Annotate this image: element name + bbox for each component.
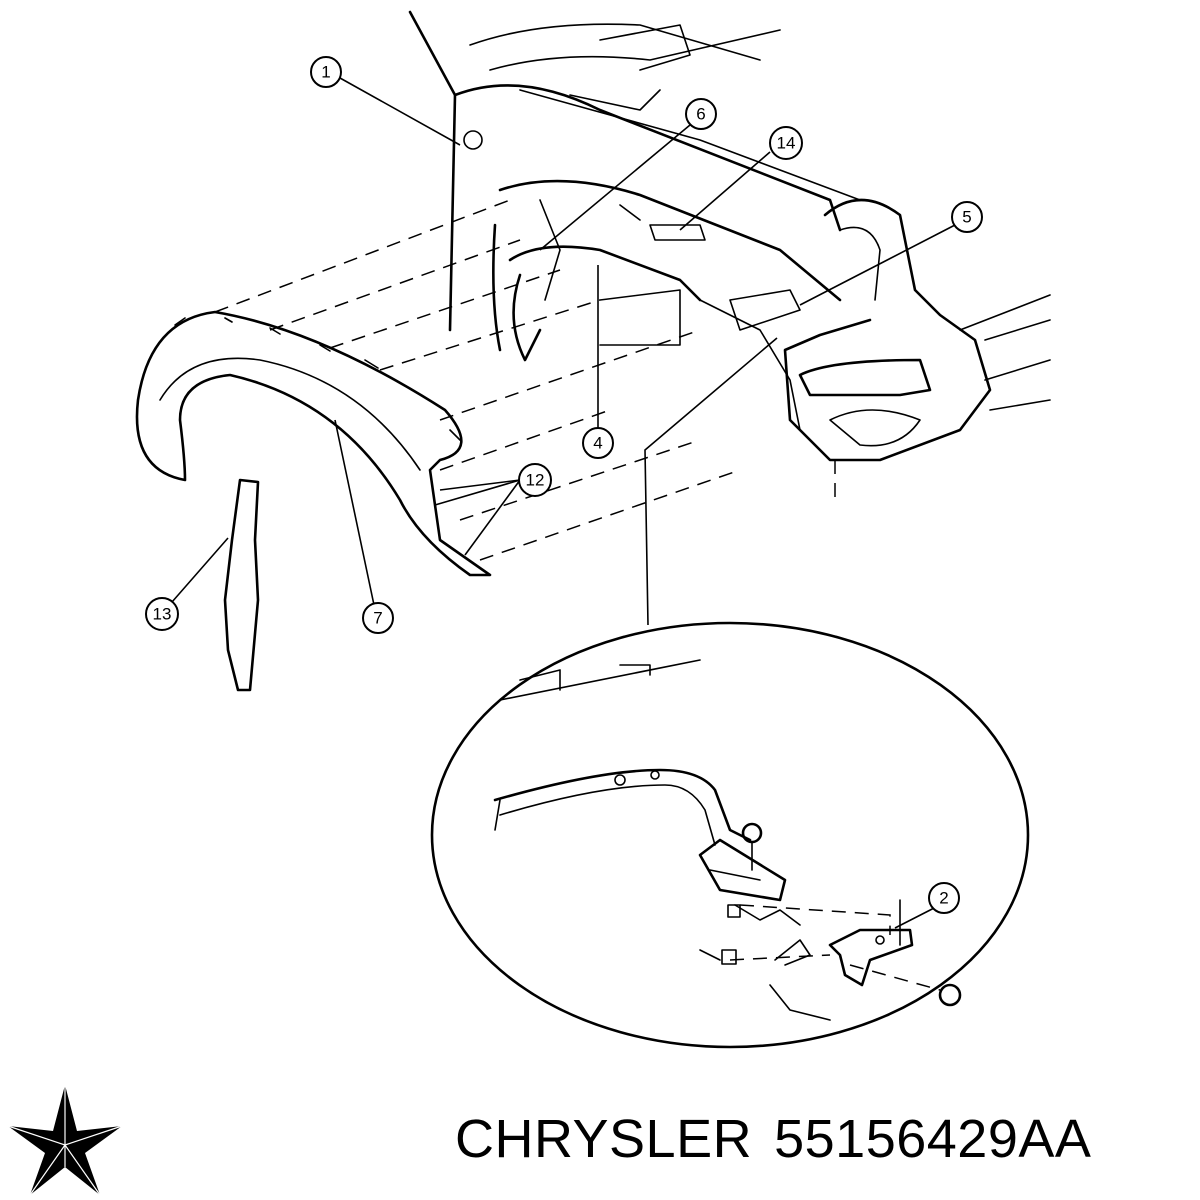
detail-circle	[430, 337, 1030, 1049]
svg-text:6: 6	[696, 105, 705, 124]
svg-text:1: 1	[321, 63, 330, 82]
svg-text:13: 13	[153, 605, 172, 624]
callout-2: 2	[928, 882, 960, 914]
svg-text:2: 2	[939, 889, 948, 908]
svg-text:4: 4	[593, 434, 602, 453]
svg-text:5: 5	[962, 208, 971, 227]
fender-flare-drawing	[135, 310, 492, 577]
inner-wheelhouse-drawing	[492, 179, 842, 431]
svg-text:7: 7	[373, 609, 382, 628]
part-caption: CHRYSLER 55156429AA	[455, 1108, 1113, 1170]
svg-text:12: 12	[526, 471, 545, 490]
callout-7: 7	[362, 602, 394, 634]
callout-13: 13	[145, 597, 179, 631]
callout-6: 6	[685, 98, 717, 130]
chrysler-pentastar-icon	[7, 1085, 123, 1196]
svg-text:14: 14	[777, 134, 796, 153]
callout-5: 5	[951, 201, 983, 233]
seal-strip-drawing	[223, 478, 260, 692]
callout-12: 12	[518, 463, 552, 497]
part-number: 55156429AA	[774, 1109, 1092, 1169]
body-panel-drawing	[408, 10, 861, 332]
callout-1: 1	[310, 56, 342, 88]
callout-4: 4	[582, 427, 614, 459]
callout-14: 14	[769, 126, 803, 160]
front-bumper-drawing	[783, 198, 1051, 462]
brand-name: CHRYSLER	[455, 1109, 753, 1169]
phantom-lines	[214, 199, 836, 561]
